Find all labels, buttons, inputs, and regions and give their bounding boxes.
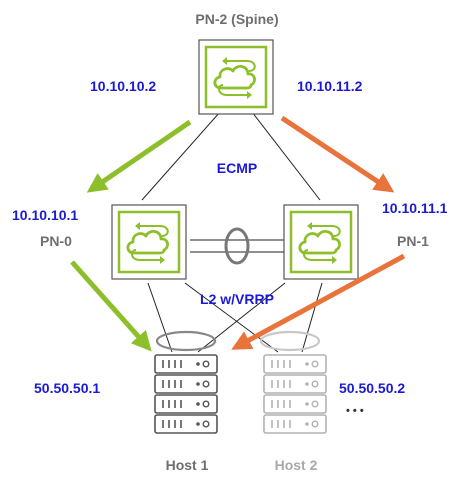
spine-pn0-ip: 10.10.10.2 bbox=[90, 78, 156, 94]
host2-server bbox=[263, 354, 327, 434]
ellipsis-more-hosts: • • • bbox=[346, 405, 364, 417]
pn0-ip: 10.10.10.1 bbox=[12, 207, 78, 223]
arrow-orange-spine-to-pn1 bbox=[280, 115, 395, 193]
pn1-switch bbox=[282, 203, 360, 281]
link-spine-pn0 bbox=[141, 111, 221, 201]
host1-ip: 50.50.50.1 bbox=[34, 380, 100, 396]
host2-label: Host 2 bbox=[275, 457, 318, 473]
ecmp-label: ECMP bbox=[217, 160, 257, 176]
pn0-label: PN-0 bbox=[40, 233, 72, 249]
host1-label: Host 1 bbox=[166, 457, 209, 473]
pn1-label: PN-1 bbox=[397, 233, 429, 249]
link-pn1-host1 bbox=[197, 282, 286, 353]
spine-pn1-ip: 10.10.11.2 bbox=[297, 78, 363, 94]
link-pn0-host2 bbox=[184, 282, 279, 353]
arrow-green-spine-to-pn0 bbox=[86, 119, 192, 193]
spine-switch bbox=[197, 38, 275, 116]
lag-ellipse-host1 bbox=[155, 330, 217, 352]
l2-vrrp-label: L2 w/VRRP bbox=[200, 291, 274, 307]
link-pn0-host1-a bbox=[147, 282, 173, 353]
spine-label: PN-2 (Spine) bbox=[195, 11, 278, 27]
host2-ip: 50.50.50.2 bbox=[339, 380, 405, 396]
link-pn1-host2 bbox=[301, 282, 323, 353]
arrow-orange-pn1-to-host1 bbox=[231, 253, 406, 350]
lag-ellipse-host2 bbox=[259, 330, 321, 352]
host1-server bbox=[154, 354, 218, 434]
lag-ellipse-peer bbox=[224, 227, 250, 265]
arrow-green-pn0-to-host1 bbox=[70, 260, 152, 352]
pn0-switch bbox=[110, 203, 188, 281]
pn1-ip: 10.10.11.1 bbox=[382, 200, 448, 216]
link-spine-pn1 bbox=[251, 111, 321, 201]
